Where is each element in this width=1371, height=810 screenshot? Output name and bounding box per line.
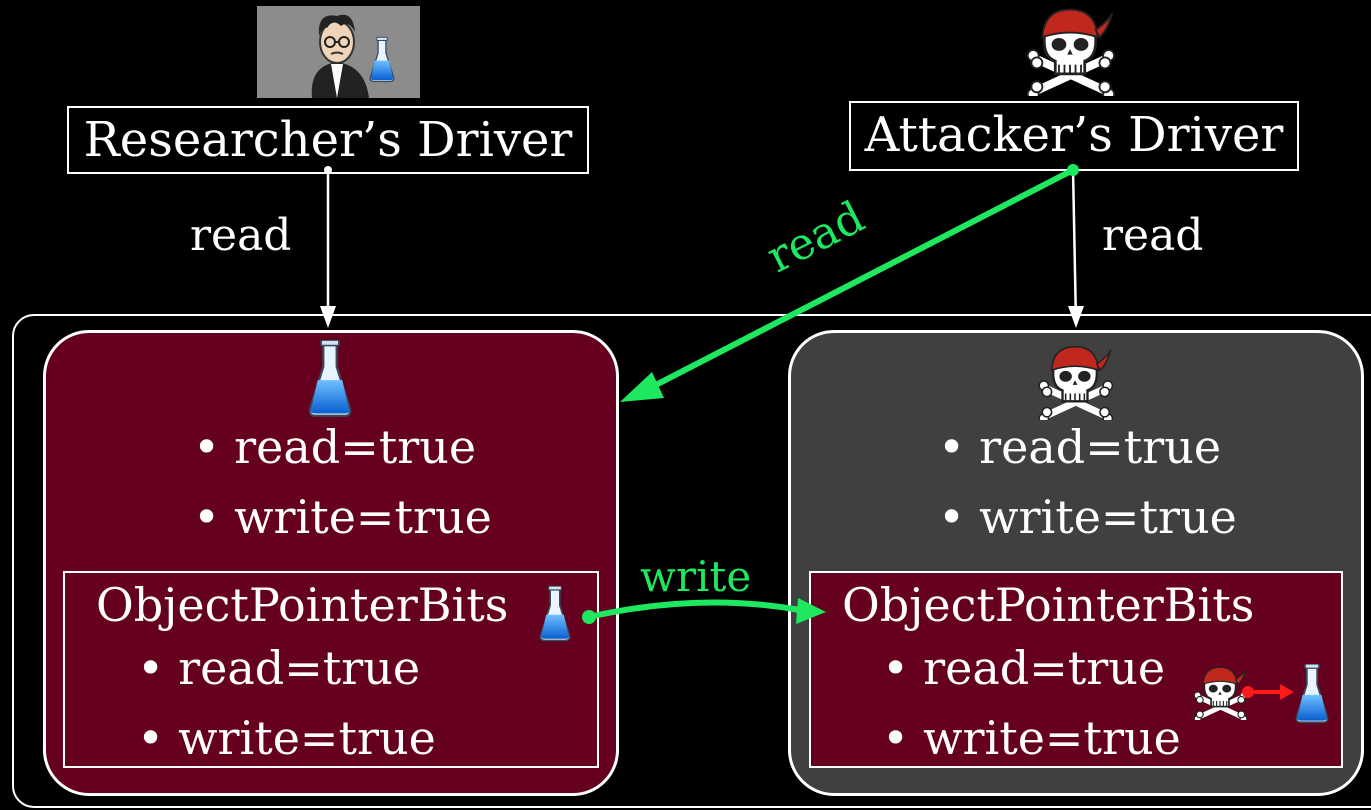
- pirate-skull-icon: [1024, 4, 1116, 96]
- list-item: write=true: [882, 703, 1181, 773]
- list-item: read=true: [137, 633, 436, 703]
- attacker-pointer-title: ObjectPointerBits: [842, 578, 1255, 632]
- researcher-read-label: read: [190, 210, 292, 261]
- attacker-driver-label: Attacker’s Driver: [864, 107, 1284, 163]
- cross-read-label: read: [758, 191, 873, 283]
- attacker-bullets: read=true write=true: [938, 412, 1237, 552]
- flask-icon: [1295, 664, 1329, 724]
- pirate-skull-icon: [1036, 342, 1114, 420]
- researcher-photo: [257, 6, 420, 98]
- attacker-pointer-bullets: read=true write=true: [882, 633, 1181, 773]
- attacker-driver-box: Attacker’s Driver: [849, 101, 1299, 171]
- researcher-driver-box: Researcher’s Driver: [67, 106, 589, 174]
- list-item: read=true: [882, 633, 1181, 703]
- researcher-bullets: read=true write=true: [193, 412, 492, 552]
- list-item: write=true: [137, 703, 436, 773]
- attacker-read-label: read: [1102, 210, 1204, 261]
- list-item: write=true: [193, 482, 492, 552]
- researcher-driver-label: Researcher’s Driver: [83, 112, 573, 168]
- attacker-read-arrow: [1068, 164, 1084, 328]
- list-item: read=true: [193, 412, 492, 482]
- list-item: write=true: [938, 482, 1237, 552]
- researcher-pointer-title: ObjectPointerBits: [96, 578, 509, 632]
- list-item: read=true: [938, 412, 1237, 482]
- flask-icon: [539, 586, 571, 642]
- write-label: write: [640, 552, 752, 601]
- pointer-arrow: [1242, 684, 1294, 700]
- flask-icon: [308, 340, 352, 418]
- researcher-pointer-bullets: read=true write=true: [137, 633, 436, 773]
- researcher-read-arrow: [320, 166, 336, 328]
